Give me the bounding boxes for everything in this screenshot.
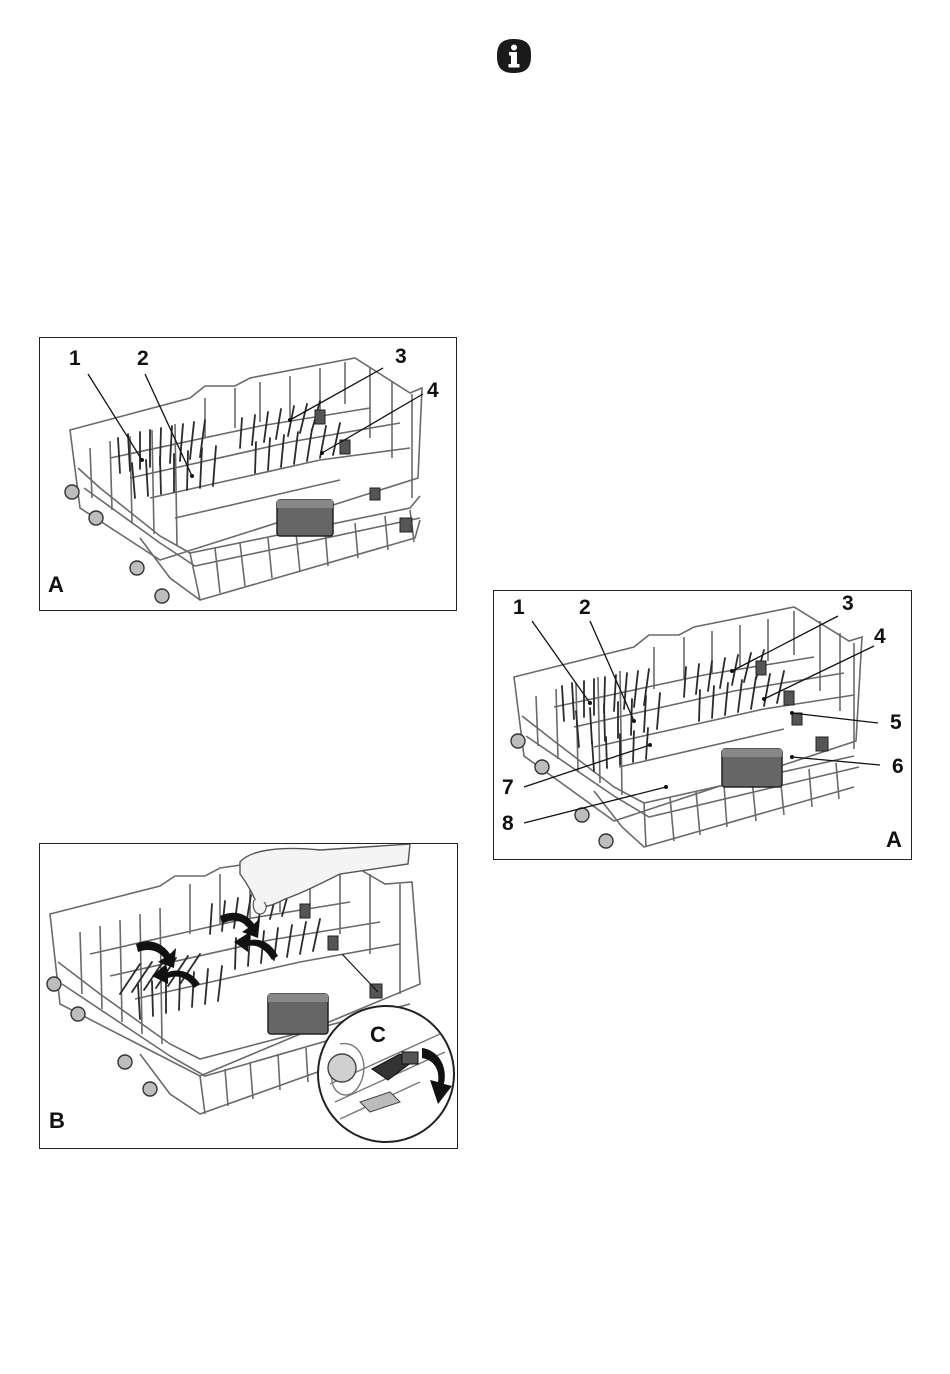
basket-illustration	[40, 338, 458, 612]
figure-letter: A	[886, 829, 902, 851]
callout-4: 4	[874, 626, 886, 647]
callout-2: 2	[137, 348, 149, 369]
callout-2: 2	[579, 597, 591, 618]
figure-a-lower-basket-detailed: 1 2 3 4 5 6 7 8 A	[493, 590, 912, 860]
callout-1: 1	[513, 597, 525, 618]
callout-8: 8	[502, 813, 514, 834]
basket-illustration	[40, 844, 459, 1150]
basket-illustration	[494, 591, 913, 861]
info-icon	[496, 38, 532, 74]
callout-3: 3	[395, 346, 407, 367]
inset-letter: C	[370, 1024, 386, 1046]
figure-letter: A	[48, 574, 64, 596]
callout-6: 6	[892, 756, 904, 777]
callout-3: 3	[842, 593, 854, 614]
callout-5: 5	[890, 712, 902, 733]
callout-1: 1	[69, 348, 81, 369]
figure-b-folding-tines: C B	[39, 843, 458, 1149]
callout-7: 7	[502, 777, 514, 798]
callout-4: 4	[427, 380, 439, 401]
figure-letter: B	[49, 1110, 65, 1132]
figure-a-lower-basket: 1 2 3 4 A	[39, 337, 457, 611]
